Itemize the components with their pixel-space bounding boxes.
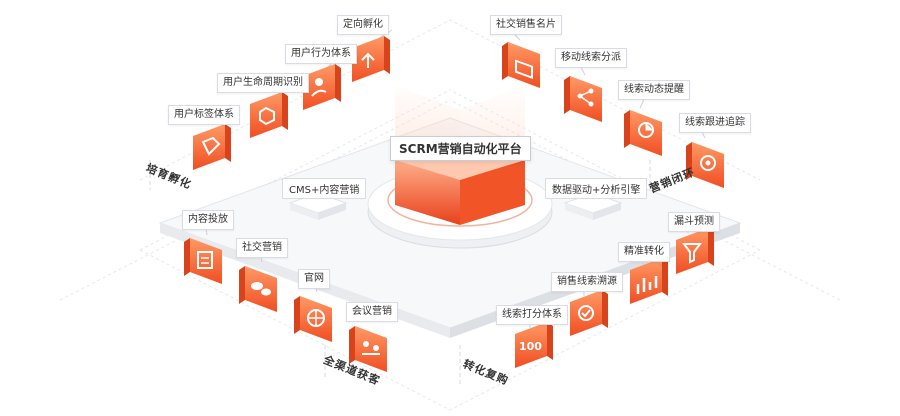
- cms-module-label: CMS+内容营销: [282, 178, 367, 199]
- icon-lead-tracking: [686, 142, 724, 188]
- icon-lead-alert: [624, 110, 662, 156]
- label-lead-tracking: 线索跟进追踪: [679, 113, 751, 133]
- label-meeting-marketing: 会议营销: [346, 302, 398, 322]
- label-mobile-dispatch: 移动线索分派: [555, 48, 627, 68]
- analytics-module-label: 数据驱动+分析引擎: [545, 178, 648, 199]
- icon-lead-scoring: [515, 322, 553, 368]
- icon-mobile-dispatch: [564, 76, 602, 122]
- icon-user-behavior: [303, 64, 341, 110]
- icon-social-marketing: [239, 266, 277, 312]
- platform-cube: [395, 85, 525, 225]
- icon-lead-source: [570, 290, 608, 336]
- icon-content-delivery: [184, 238, 222, 284]
- label-social-marketing: 社交营销: [236, 238, 288, 258]
- label-lead-alert: 线索动态提醒: [618, 80, 690, 100]
- group-guides: [149, 160, 651, 385]
- label-social-card: 社交销售名片: [490, 15, 562, 35]
- label-funnel-prediction: 漏斗预测: [668, 212, 720, 232]
- label-website: 官网: [298, 269, 330, 289]
- icon-precise-conversion: [630, 258, 668, 304]
- icon-social-card: [502, 42, 540, 88]
- label-precise-conversion: 精准转化: [618, 242, 670, 262]
- label-lifecycle: 用户生命周期识别: [217, 73, 309, 93]
- icon-funnel-prediction: [676, 228, 714, 274]
- label-lead-scoring: 线索打分体系: [496, 305, 568, 325]
- icon-website: [294, 296, 332, 342]
- score-value: 100: [519, 340, 542, 353]
- icon-lifecycle: [250, 92, 288, 138]
- label-lead-source: 销售线索溯源: [551, 272, 623, 292]
- label-targeted-incubation: 定向孵化: [337, 15, 389, 35]
- icon-meeting-marketing: [349, 326, 387, 372]
- label-user-behavior: 用户行为体系: [285, 44, 357, 64]
- label-content-delivery: 内容投放: [182, 210, 234, 230]
- platform-title: SCRM营销自动化平台: [390, 136, 531, 161]
- icon-user-tags: [193, 124, 231, 170]
- label-user-tags: 用户标签体系: [168, 105, 240, 125]
- icon-targeted-incubation: [352, 36, 390, 82]
